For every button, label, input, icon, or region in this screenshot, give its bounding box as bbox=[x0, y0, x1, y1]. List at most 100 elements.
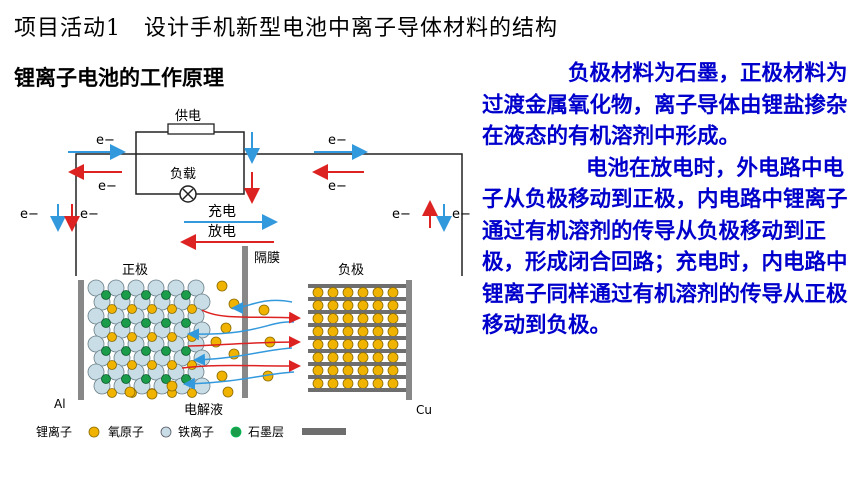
iron-ion bbox=[181, 374, 191, 384]
power-supply-box bbox=[167, 123, 215, 135]
lithium-ion bbox=[357, 326, 369, 337]
label-cathode: 正极 bbox=[122, 263, 148, 278]
lithium-ion bbox=[372, 287, 384, 298]
iron-ion bbox=[181, 346, 191, 356]
graphite-layer bbox=[308, 323, 406, 327]
cathode-lattice bbox=[87, 279, 211, 398]
paragraph-2: 电池在放电时，外电路中电子从负极移动到正极，内电路中锂离子通过有机溶剂的传导从负… bbox=[482, 153, 850, 342]
lithium-ion bbox=[220, 322, 232, 334]
label-al: Al bbox=[54, 397, 66, 411]
e-label: e− bbox=[392, 207, 411, 222]
lithium-ion bbox=[327, 313, 339, 324]
lithium-ion bbox=[387, 365, 399, 376]
iron-ion bbox=[141, 374, 151, 384]
iron-ion bbox=[121, 290, 131, 300]
lithium-ion bbox=[216, 280, 228, 292]
anode-collector bbox=[406, 280, 412, 400]
lithium-ion bbox=[327, 365, 339, 376]
paragraph-1: 负极材料为石墨，正极材料为过渡金属氧化物，离子导体由锂盐掺杂在液态的有机溶剂中形… bbox=[482, 58, 850, 153]
legend-o-label: 氧原子 bbox=[108, 425, 144, 439]
paragraph-2-text: 电池在放电时，外电路中电子从负极移动到正极，内电路中锂离子通过有机溶剂的传导从负… bbox=[482, 155, 848, 339]
electron-arrows: e− e− e− e− e− e− e− e− bbox=[20, 132, 471, 232]
lithium-ion bbox=[372, 326, 384, 337]
legend: 锂离子 氧原子 铁离子 石墨层 bbox=[36, 424, 346, 439]
lithium-ion bbox=[187, 388, 197, 398]
lithium-ion bbox=[372, 313, 384, 324]
e-label: e− bbox=[452, 207, 471, 222]
iron-ion bbox=[141, 346, 151, 356]
oxygen-atom bbox=[187, 279, 205, 297]
oxygen-atom bbox=[87, 335, 105, 353]
iron-ion bbox=[161, 290, 171, 300]
lithium-ion bbox=[372, 365, 384, 376]
e-label: e− bbox=[80, 207, 99, 222]
lithium-ion bbox=[357, 287, 369, 298]
lithium-ion bbox=[342, 339, 354, 350]
lithium-ion bbox=[327, 300, 339, 311]
label-supply: 供电 bbox=[175, 109, 201, 124]
lithium-ion bbox=[342, 326, 354, 337]
lithium-ion bbox=[372, 378, 384, 389]
iron-ion bbox=[101, 318, 111, 328]
lithium-ion bbox=[387, 378, 399, 389]
graphite-layer bbox=[308, 310, 406, 314]
lithium-ion bbox=[167, 304, 177, 314]
iron-ion bbox=[161, 374, 171, 384]
graphite-layer bbox=[308, 336, 406, 340]
iron-ion bbox=[101, 346, 111, 356]
graphite-layer bbox=[308, 375, 406, 379]
label-discharge: 放电 bbox=[208, 224, 236, 240]
lithium-ion bbox=[312, 352, 324, 363]
lithium-ion bbox=[107, 332, 117, 342]
slide-title: 项目活动1 设计手机新型电池中离子导体材料的结构 bbox=[14, 16, 558, 41]
cathode-collector bbox=[78, 280, 84, 400]
graphite-layer bbox=[308, 284, 406, 288]
label-electrolyte: 电解液 bbox=[184, 403, 223, 418]
lithium-ion bbox=[127, 360, 137, 370]
oxygen-atom bbox=[87, 363, 105, 381]
label-cu: Cu bbox=[416, 403, 432, 417]
iron-ion bbox=[101, 290, 111, 300]
legend-li-label: 锂离子 bbox=[36, 424, 72, 439]
lithium-ion bbox=[327, 378, 339, 389]
oxygen-atom bbox=[87, 307, 105, 325]
lithium-ion bbox=[327, 326, 339, 337]
lithium-ion bbox=[327, 352, 339, 363]
lithium-ion bbox=[107, 388, 117, 398]
lithium-ion bbox=[312, 287, 324, 298]
iron-ion bbox=[101, 374, 111, 384]
lithium-ion bbox=[357, 300, 369, 311]
lithium-ion bbox=[387, 287, 399, 298]
e-label: e− bbox=[328, 179, 347, 194]
oxygen-atom bbox=[87, 279, 105, 297]
battery-diagram: 供电 负载 e− e− e− e− e− e− e− e− 充电 放电 隔膜 正… bbox=[20, 109, 471, 439]
lithium-ion bbox=[342, 300, 354, 311]
lithium-ion bbox=[387, 326, 399, 337]
graphite-layer bbox=[308, 297, 406, 301]
lithium-ion bbox=[312, 339, 324, 350]
lithium-ion bbox=[327, 287, 339, 298]
lithium-ion bbox=[387, 339, 399, 350]
e-label: e− bbox=[20, 207, 39, 222]
lithium-ion bbox=[357, 352, 369, 363]
lithium-ion bbox=[312, 365, 324, 376]
lithium-ion bbox=[342, 352, 354, 363]
lithium-ion bbox=[166, 380, 178, 392]
lithium-ion bbox=[187, 360, 197, 370]
legend-graphite-label: 石墨层 bbox=[248, 425, 284, 439]
lithium-ion bbox=[387, 352, 399, 363]
lithium-ion bbox=[357, 313, 369, 324]
e-label: e− bbox=[96, 133, 115, 148]
lithium-ion bbox=[372, 352, 384, 363]
lithium-ion bbox=[124, 386, 136, 398]
legend-li-swatch bbox=[88, 426, 100, 438]
e-label: e− bbox=[328, 133, 347, 148]
load-cross bbox=[182, 188, 194, 200]
lithium-ion bbox=[342, 287, 354, 298]
iron-ion bbox=[161, 346, 171, 356]
iron-ion bbox=[181, 318, 191, 328]
legend-o-swatch bbox=[160, 426, 172, 438]
label-load: 负载 bbox=[170, 167, 196, 182]
lithium-ion bbox=[146, 388, 158, 400]
oxygen-atom bbox=[147, 279, 165, 297]
